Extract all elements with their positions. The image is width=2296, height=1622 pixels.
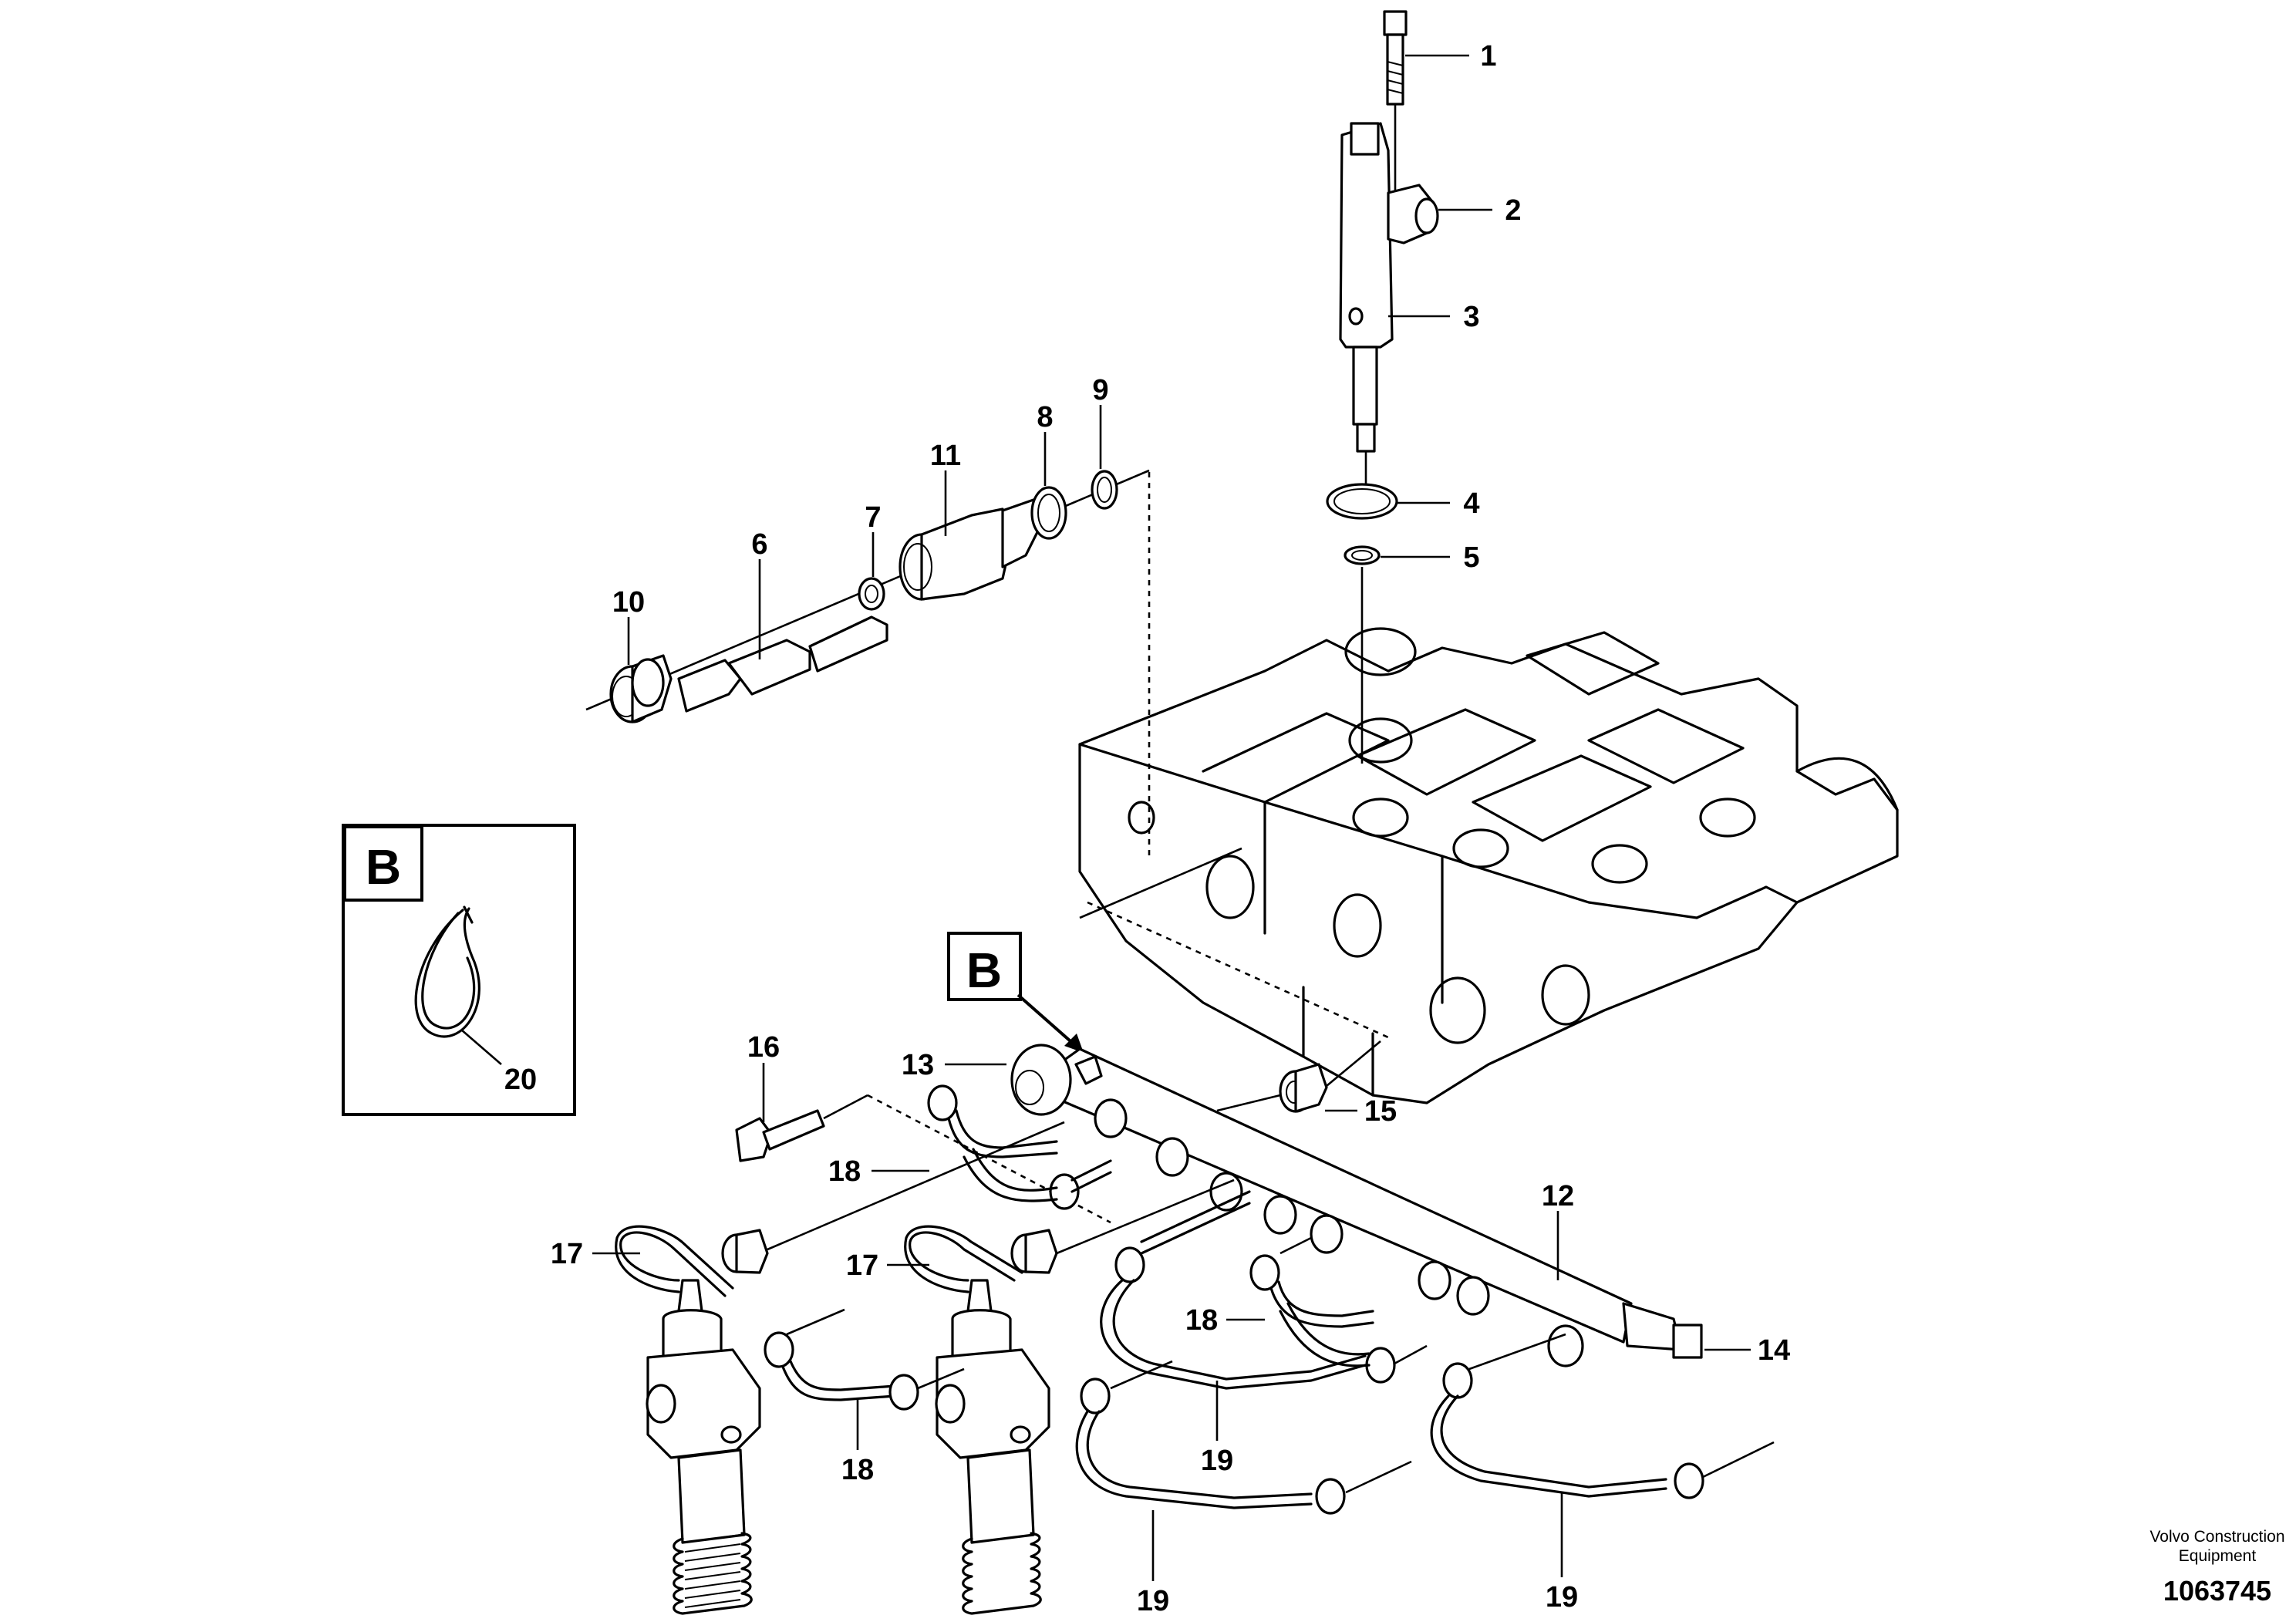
- callout-19-middle: 19: [1201, 1445, 1233, 1477]
- callout-6: 6: [751, 528, 767, 561]
- callout-18-bottom: 18: [841, 1454, 874, 1486]
- callout-11: 11: [930, 440, 961, 472]
- bolt-shank: [1386, 33, 1404, 106]
- reference-letter: B: [966, 943, 1002, 998]
- cable-tie: [414, 907, 480, 1038]
- callout-18-top: 18: [828, 1155, 861, 1188]
- footer: Volvo Construction Equipment 1063745: [2149, 1528, 2284, 1607]
- callout-16: 16: [747, 1031, 780, 1064]
- callout-19-bottom: 19: [1137, 1585, 1169, 1617]
- callout-1: 1: [1480, 40, 1496, 73]
- sealing-washer: [1344, 545, 1381, 565]
- o-ring-7: [858, 577, 885, 611]
- cylinder-head: [1078, 627, 1899, 1104]
- callout-17-left: 17: [551, 1238, 583, 1270]
- callout-3: 3: [1463, 301, 1479, 333]
- fuel-rail-assembly: [735, 901, 1703, 1367]
- callout-8: 8: [1037, 401, 1053, 433]
- callout-4: 4: [1463, 487, 1479, 520]
- o-ring: [1326, 483, 1398, 520]
- detail-box-b: B: [342, 824, 576, 1116]
- callout-20: 20: [504, 1064, 537, 1096]
- callout-9: 9: [1092, 374, 1108, 406]
- company-line-1: Volvo Construction: [2149, 1528, 2284, 1546]
- injection-pump-left: [615, 1225, 769, 1615]
- injector-assembly: [1326, 10, 1439, 764]
- callout-12: 12: [1542, 1180, 1574, 1212]
- injection-pump-right: [904, 1225, 1058, 1615]
- fuel-pipes: [764, 1084, 1775, 1515]
- o-ring-9: [1091, 470, 1118, 510]
- callout-13: 13: [902, 1049, 934, 1081]
- callout-19-right: 19: [1546, 1581, 1578, 1614]
- pressure-pipe-assembly: [585, 469, 1242, 919]
- company-line-2: Equipment: [2179, 1547, 2257, 1565]
- rail-outlets: [1094, 1098, 1584, 1367]
- callout-18-middle: 18: [1185, 1304, 1218, 1337]
- callout-15: 15: [1364, 1095, 1397, 1128]
- callout-labels: 1 2 3 4 5 6 7 8 9 10 11 12 13 14 15 16 1…: [504, 40, 1790, 1617]
- reference-b: B: [947, 932, 1085, 1054]
- callout-5: 5: [1463, 541, 1479, 574]
- document-number: 1063745: [2163, 1575, 2271, 1607]
- injector-body: [1339, 122, 1394, 349]
- bolt-head: [1383, 10, 1408, 36]
- callout-14: 14: [1758, 1334, 1790, 1367]
- detail-letter: B: [366, 839, 401, 895]
- callout-10: 10: [612, 586, 645, 619]
- callout-leaders: [592, 54, 1751, 1581]
- callout-17-right: 17: [846, 1249, 878, 1282]
- pipe-6: [677, 659, 742, 713]
- callout-7: 7: [865, 501, 881, 534]
- callout-2: 2: [1505, 194, 1521, 227]
